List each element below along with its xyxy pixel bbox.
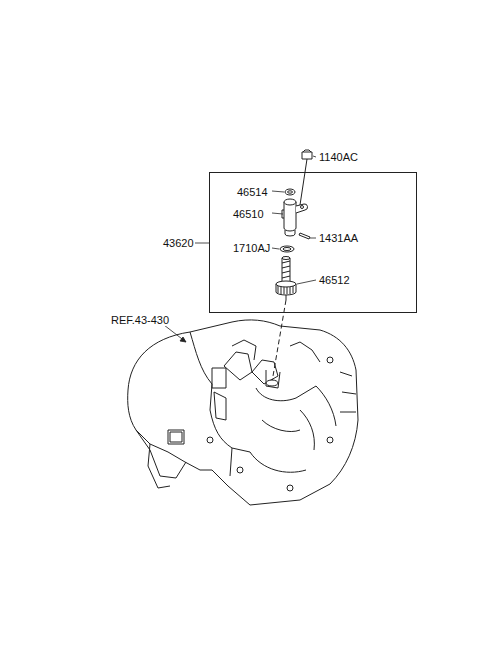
- pin: [299, 233, 310, 239]
- part-number: REF.43-430: [110, 314, 170, 326]
- o-ring: [280, 246, 294, 252]
- part-number: 46510: [232, 208, 265, 220]
- speed-sensor: [282, 199, 308, 236]
- part-number: 46514: [236, 186, 269, 198]
- part-number: 1710AJ: [232, 242, 271, 254]
- part-number: 1431AA: [318, 232, 359, 244]
- driven-gear: [276, 257, 296, 301]
- assembly-number: 43620: [162, 237, 195, 249]
- part-number: 46512: [318, 274, 351, 286]
- transmission-case: [128, 320, 358, 505]
- part-number: 1140AC: [318, 151, 359, 163]
- assembly-box: 43620: [160, 172, 417, 313]
- o-ring: [285, 189, 295, 195]
- leader-lines: [164, 156, 316, 342]
- bolt: [300, 150, 312, 205]
